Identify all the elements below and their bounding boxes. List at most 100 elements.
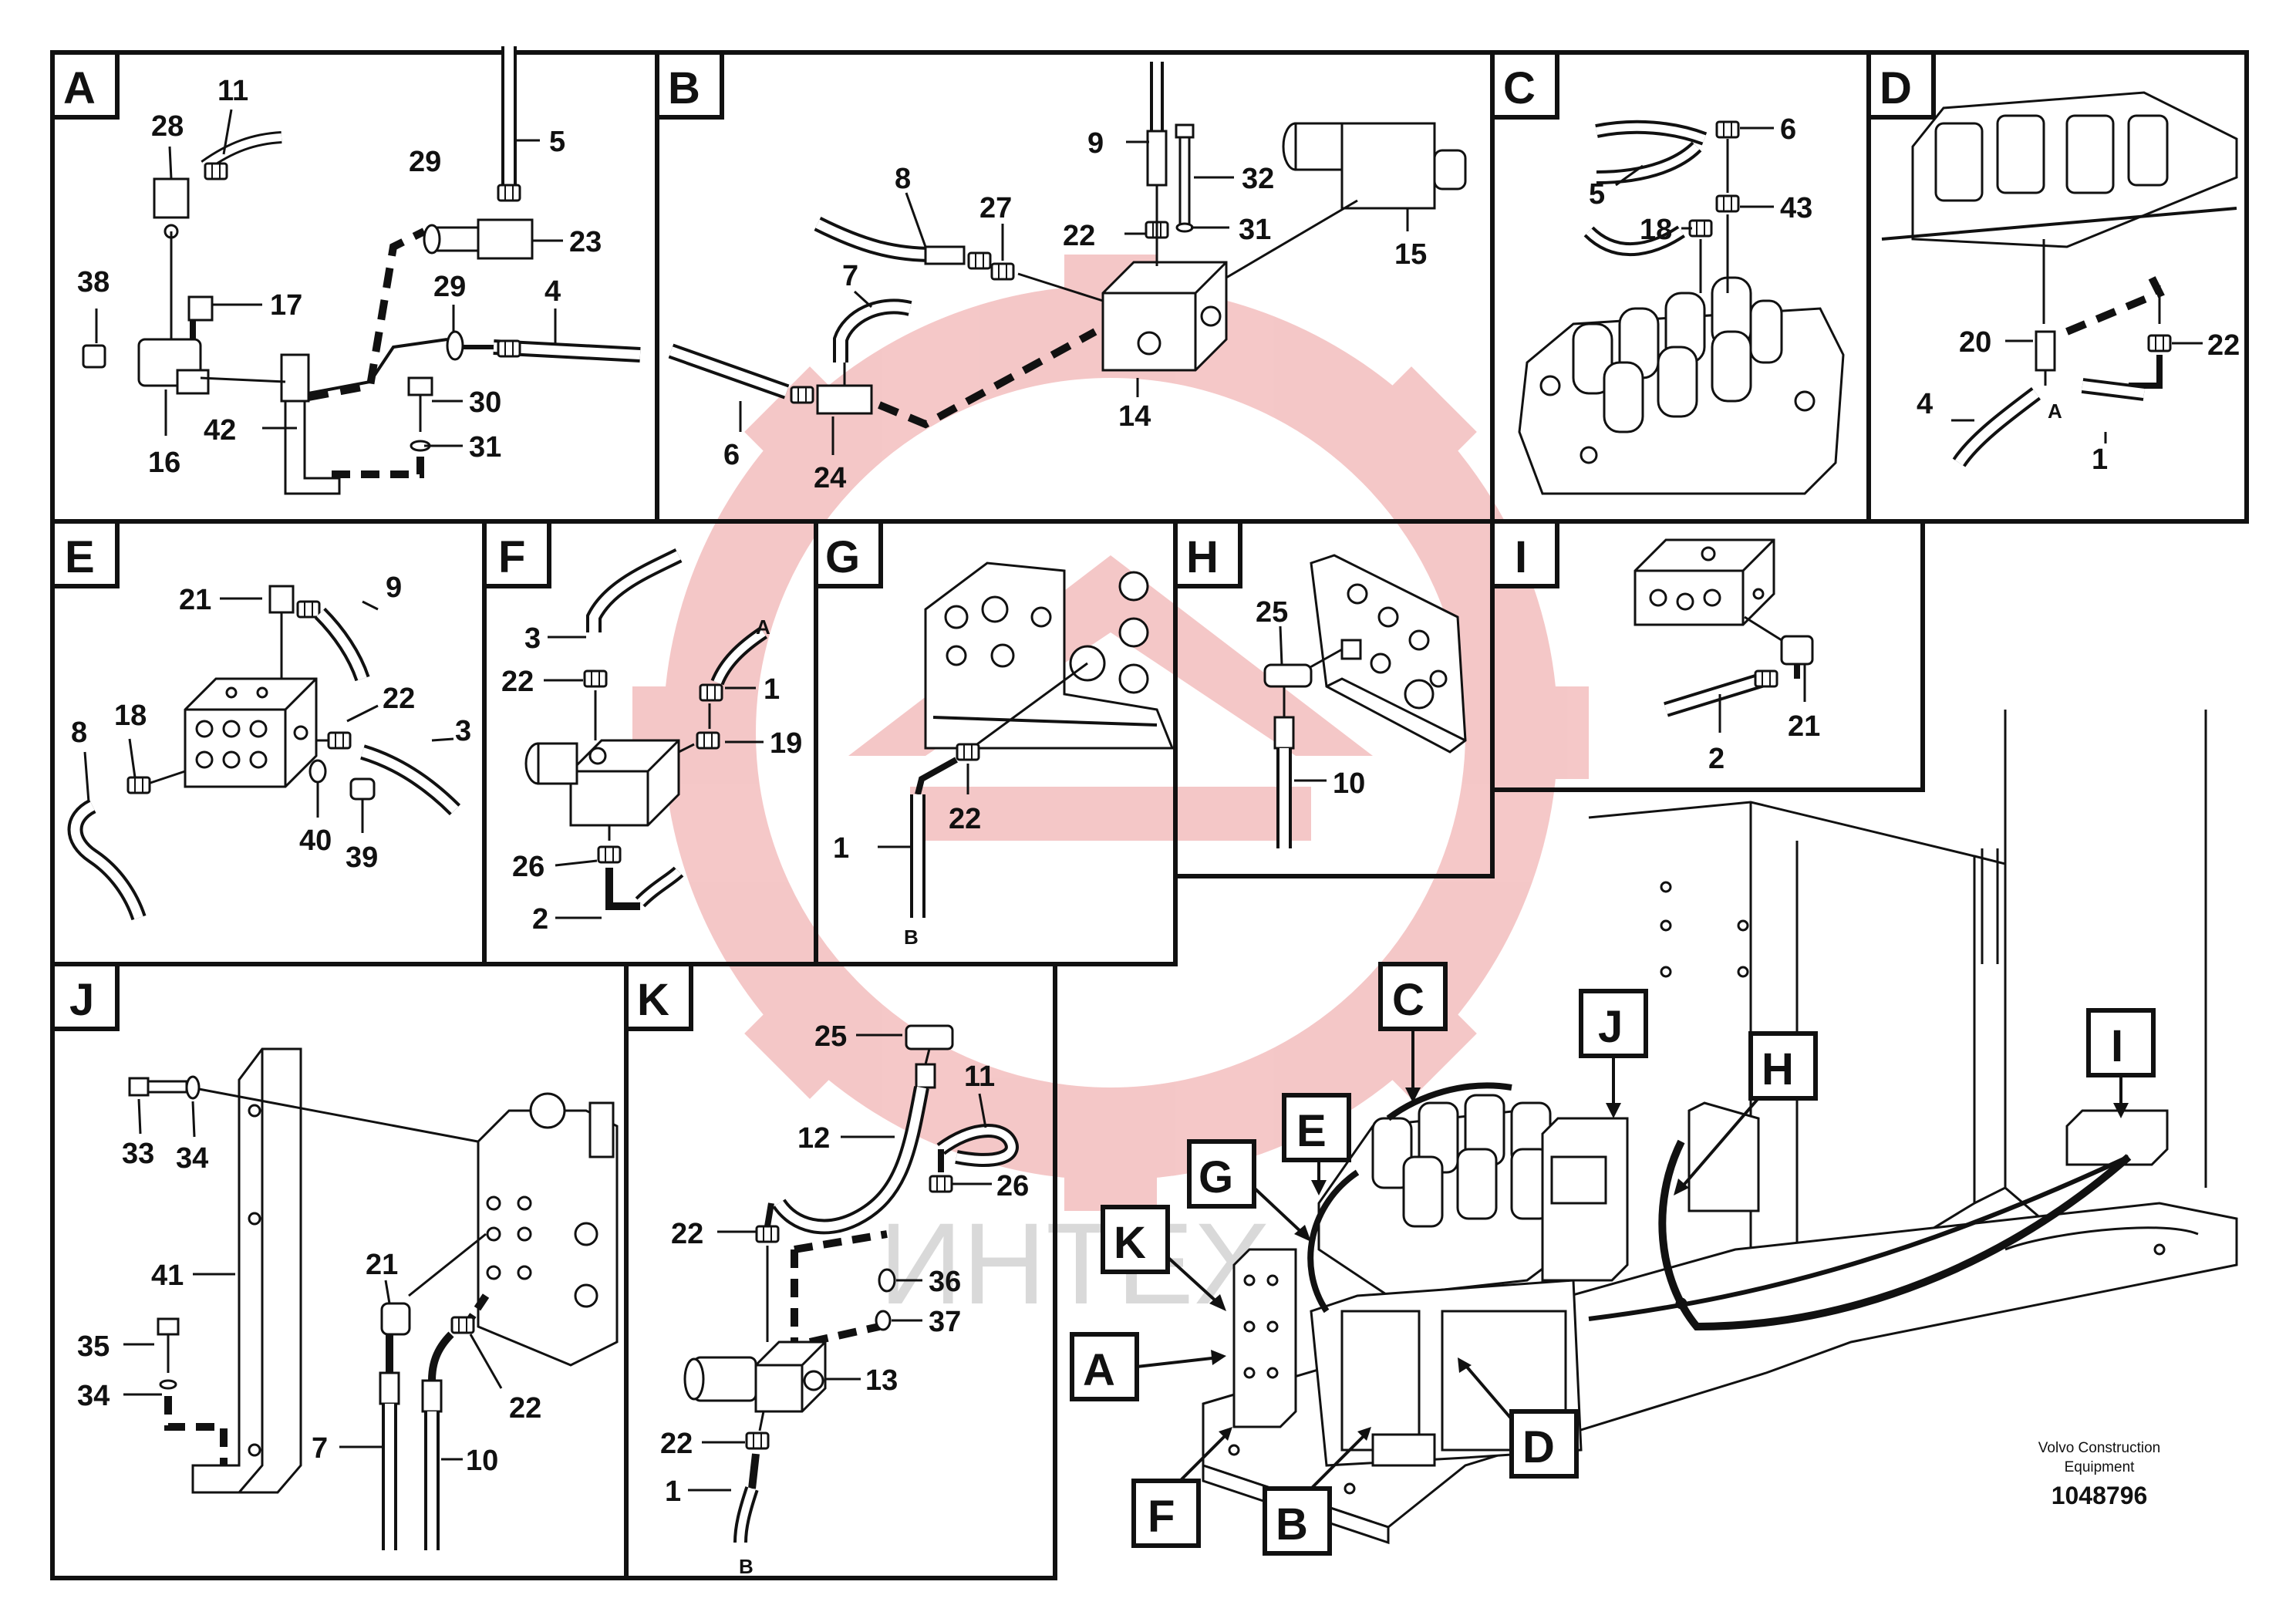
panel-j-part-labels: 33 34 41 21 35 34 22 7 10 <box>77 1138 541 1477</box>
part-label: 42 <box>204 414 236 447</box>
part-label: 18 <box>1640 214 1672 246</box>
panel-j <box>128 1047 619 1550</box>
callout-h: H <box>1674 1031 1818 1195</box>
svg-text:H: H <box>1762 1044 1794 1094</box>
panel-a-frame <box>50 50 659 524</box>
panel-tabs: A B C D E F G H I J K <box>50 50 1936 1031</box>
part-label: 34 <box>77 1380 110 1412</box>
part-label: 4 <box>544 275 561 308</box>
svg-text:D: D <box>1522 1422 1555 1472</box>
machine-overview <box>1202 710 2238 1545</box>
part-label: 43 <box>1780 192 1812 224</box>
svg-text:K: K <box>1114 1218 1146 1268</box>
panel-i-labels <box>1718 665 1806 733</box>
panel-h-tab: H <box>1173 519 1242 588</box>
part-label: 29 <box>409 146 441 178</box>
svg-text:B: B <box>668 63 700 113</box>
panel-c <box>1518 120 1845 495</box>
part-label: 1 <box>764 673 780 706</box>
panel-f-labels <box>544 636 764 919</box>
panel-k-labels <box>688 1034 992 1492</box>
part-label: 11 <box>217 75 248 107</box>
part-label: 22 <box>509 1392 541 1425</box>
part-label: 39 <box>346 841 378 874</box>
part-label: 22 <box>671 1218 703 1250</box>
part-label: 2 <box>1708 743 1725 775</box>
part-label: 17 <box>270 289 302 322</box>
part-label: 22 <box>2207 329 2240 362</box>
part-label: 20 <box>1959 326 1991 359</box>
part-label: 28 <box>151 110 184 143</box>
panel-c-tab: C <box>1490 50 1559 120</box>
panel-i <box>1633 538 1814 717</box>
callout-k: K <box>1101 1205 1226 1311</box>
panel-b-labels <box>739 140 1409 455</box>
part-label: 9 <box>1087 127 1104 160</box>
part-label: 25 <box>814 1020 847 1053</box>
panel-k-tab: K <box>624 962 693 1031</box>
part-label: B <box>739 1555 754 1578</box>
part-label: 19 <box>770 727 802 760</box>
panel-d <box>1881 91 2238 467</box>
part-label: B <box>904 926 919 949</box>
part-label: 5 <box>1589 178 1605 211</box>
svg-text:E: E <box>65 532 95 582</box>
part-label: 15 <box>1394 238 1427 271</box>
panel-i-tab: I <box>1490 519 1559 588</box>
overview-callouts: C J H I E G K A D F B <box>1070 962 2156 1556</box>
part-label: 27 <box>979 192 1012 224</box>
panel-g-tab: G <box>814 519 883 588</box>
part-label: 13 <box>865 1364 898 1397</box>
part-label: 22 <box>1063 220 1095 252</box>
svg-text:H: H <box>1186 532 1219 582</box>
svg-text:J: J <box>1598 1002 1623 1052</box>
panel-b <box>668 62 1467 429</box>
panel-f-tab: F <box>482 519 551 588</box>
part-label: 8 <box>895 163 911 195</box>
panel-d-part-labels: 20 22 4 A 1 <box>1917 326 2240 476</box>
part-label: 21 <box>366 1249 398 1281</box>
panel-k-part-labels: 25 11 12 26 22 36 37 13 22 1 B <box>660 1020 1029 1578</box>
panel-k <box>683 1024 1019 1543</box>
svg-text:F: F <box>498 532 525 582</box>
svg-text:C: C <box>1503 63 1536 113</box>
svg-text:J: J <box>69 975 94 1025</box>
svg-text:K: K <box>637 975 669 1025</box>
panel-k-frame <box>624 962 1057 1580</box>
part-label: 16 <box>148 447 180 479</box>
panel-j-labels <box>123 1098 503 1461</box>
part-label: 34 <box>176 1142 208 1175</box>
svg-text:G: G <box>1199 1152 1233 1202</box>
credit-line-1: Volvo Construction <box>2038 1440 2160 1456</box>
document-number: 1048796 <box>2052 1482 2148 1509</box>
svg-text:B: B <box>1276 1499 1308 1549</box>
part-label: 31 <box>1239 214 1271 246</box>
panel-e <box>67 585 461 921</box>
part-label: 33 <box>122 1138 154 1170</box>
panel-d-labels <box>1951 339 2203 443</box>
watermark-text: ИНТЕХ <box>879 1199 1271 1328</box>
callout-b: B <box>1263 1427 1371 1556</box>
panel-f-part-labels: 3 A 22 1 19 26 2 <box>501 615 802 936</box>
part-label: 7 <box>842 260 858 292</box>
part-label: 21 <box>1788 710 1820 743</box>
part-label: 3 <box>524 622 541 655</box>
part-label: 6 <box>723 439 740 471</box>
svg-text:I: I <box>1515 532 1527 582</box>
callout-f: F <box>1131 1427 1232 1548</box>
panel-h-part-labels: 25 10 <box>1256 596 1365 800</box>
part-label: 21 <box>179 584 211 616</box>
callout-j: J <box>1579 989 1648 1118</box>
callout-c: C <box>1378 962 1448 1103</box>
part-label: 24 <box>814 462 846 494</box>
panel-i-frame <box>1490 519 1925 792</box>
part-label: 29 <box>433 271 466 303</box>
svg-text:F: F <box>1148 1492 1175 1542</box>
part-label: 14 <box>1118 400 1151 433</box>
svg-text:D: D <box>1880 63 1912 113</box>
part-label: 36 <box>929 1266 961 1298</box>
panel-j-tab: J <box>50 962 120 1031</box>
part-label: A <box>2048 400 2062 423</box>
credit-block: Volvo Construction Equipment 1048796 <box>2038 1440 2160 1509</box>
